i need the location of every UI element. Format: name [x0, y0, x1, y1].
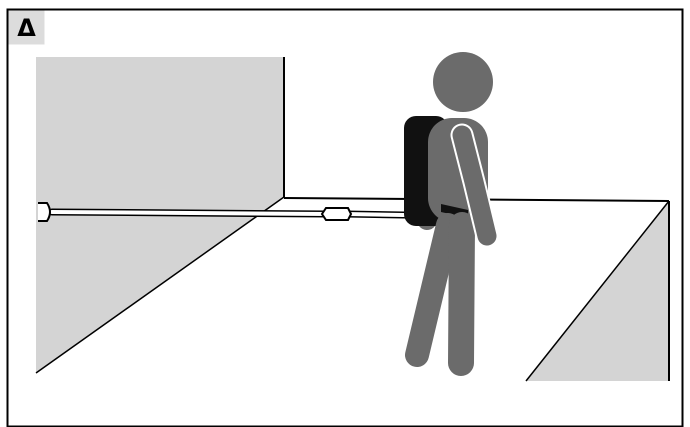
anchor-hook-icon: [38, 202, 51, 222]
worker-leg-back: [405, 213, 460, 367]
carabiner-icon: [320, 207, 353, 221]
worker-leg-front: [448, 212, 475, 376]
lifeline: [48, 208, 466, 220]
worker-head: [433, 52, 493, 112]
floor-edge-left: [35, 196, 285, 374]
badge: Δ: [8, 10, 45, 45]
right-edge: [525, 200, 670, 382]
badge-label: Δ: [17, 14, 36, 42]
worker-icon: [404, 52, 499, 376]
right-edge-line: [525, 200, 670, 382]
badge-box: [8, 10, 45, 45]
